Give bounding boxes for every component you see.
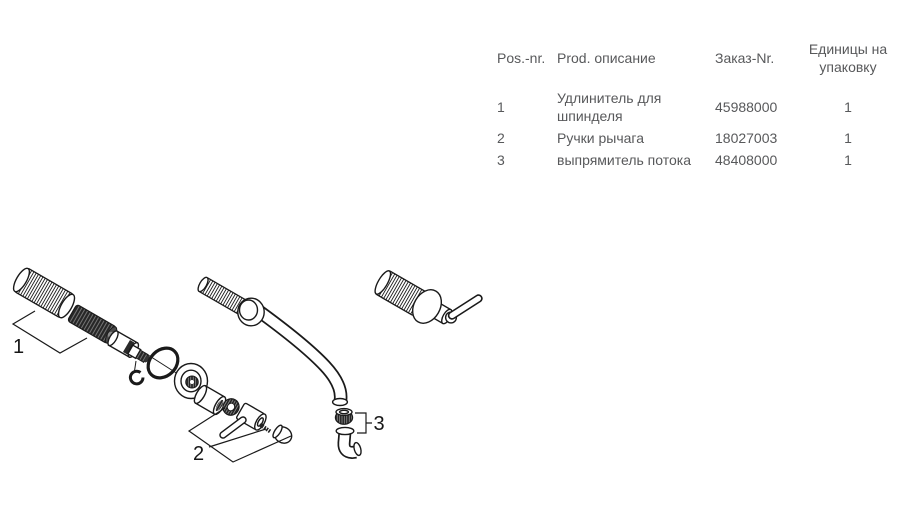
part3-callout-bracket xyxy=(355,412,372,434)
diagram-label-part1: 1 xyxy=(13,336,24,358)
cell-order-nr: 48408000 xyxy=(715,152,778,168)
part-spout-flange xyxy=(237,297,265,327)
part-spout-tube xyxy=(252,303,348,401)
cell-description: выпрямитель потока xyxy=(557,152,691,168)
col-header-pos-nr: Pos.-nr. xyxy=(497,50,546,66)
table-row: 2 Ручки рычага 18027003 1 xyxy=(495,127,897,149)
part-valve-with-lever xyxy=(374,270,483,325)
part2-callout-leader xyxy=(208,428,267,448)
part-angled-outlet xyxy=(335,426,362,460)
part-bushing xyxy=(193,384,227,416)
cell-order-nr: 45988000 xyxy=(715,99,778,115)
table-header-row: Pos.-nr. Prod. описание Заказ-Nr. Единиц… xyxy=(495,40,897,87)
cell-pos: 3 xyxy=(497,152,505,168)
lever-handle xyxy=(447,294,483,320)
part-knurled-nut xyxy=(222,398,240,416)
diagram-label-part3: 3 xyxy=(374,413,385,435)
part-screw xyxy=(259,423,273,434)
col-header-description: Prod. описание xyxy=(557,50,656,66)
cell-units: 1 xyxy=(844,130,852,146)
parts-table: Pos.-nr. Prod. описание Заказ-Nr. Единиц… xyxy=(495,40,897,171)
col-header-units-per-pack: Единицы на упаковку xyxy=(808,41,888,75)
cell-pos: 1 xyxy=(497,99,505,115)
stem-clip-link-line xyxy=(134,360,137,372)
part-lever-rod xyxy=(219,416,247,439)
part-retaining-clip xyxy=(128,369,145,386)
exploded-parts-diagram: 1 xyxy=(11,267,483,465)
cell-units: 1 xyxy=(844,99,852,115)
table-row: 1 Удлинитель для шпинделя 45988000 1 xyxy=(495,87,897,127)
part-o-ring xyxy=(146,346,180,380)
cell-description: Удлинитель для шпинделя xyxy=(557,90,662,124)
spout-outlet-ring xyxy=(331,397,349,407)
cell-units: 1 xyxy=(844,152,852,168)
cell-order-nr: 18027003 xyxy=(715,130,778,146)
part-spindle-extension-handle xyxy=(12,267,76,319)
part-aerator xyxy=(334,407,354,425)
cell-description: Ручки рычага xyxy=(557,130,644,146)
part1-callout-bracket xyxy=(11,310,88,354)
diagram-label-part2: 2 xyxy=(193,443,204,465)
table-row: 3 выпрямитель потока 48408000 1 xyxy=(495,149,897,171)
col-header-order-nr: Заказ-Nr. xyxy=(715,50,775,66)
cell-pos: 2 xyxy=(497,130,505,146)
